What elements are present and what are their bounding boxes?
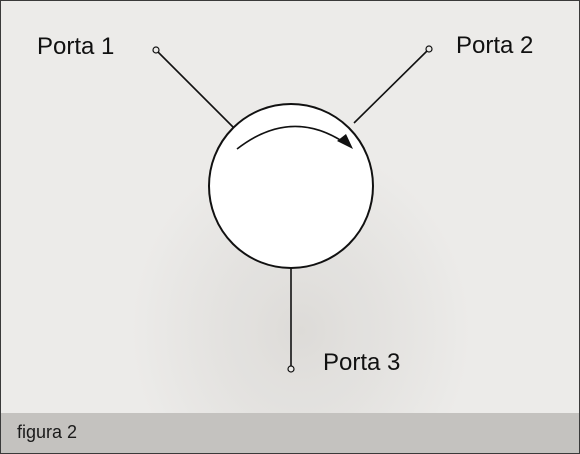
circulator-body (209, 104, 373, 268)
caption-bar: figura 2 (1, 413, 579, 453)
port-2-lead (354, 50, 428, 123)
port-1-label: Porta 1 (37, 33, 114, 61)
circulator-diagram (1, 1, 579, 413)
port-2-terminal (426, 46, 432, 52)
port-3-terminal (288, 366, 294, 372)
port-1-terminal (153, 47, 159, 53)
figure-caption: figura 2 (17, 422, 77, 443)
port-2-label: Porta 2 (456, 32, 533, 60)
port-1-lead (157, 51, 233, 127)
port-3-label: Porta 3 (323, 349, 400, 377)
